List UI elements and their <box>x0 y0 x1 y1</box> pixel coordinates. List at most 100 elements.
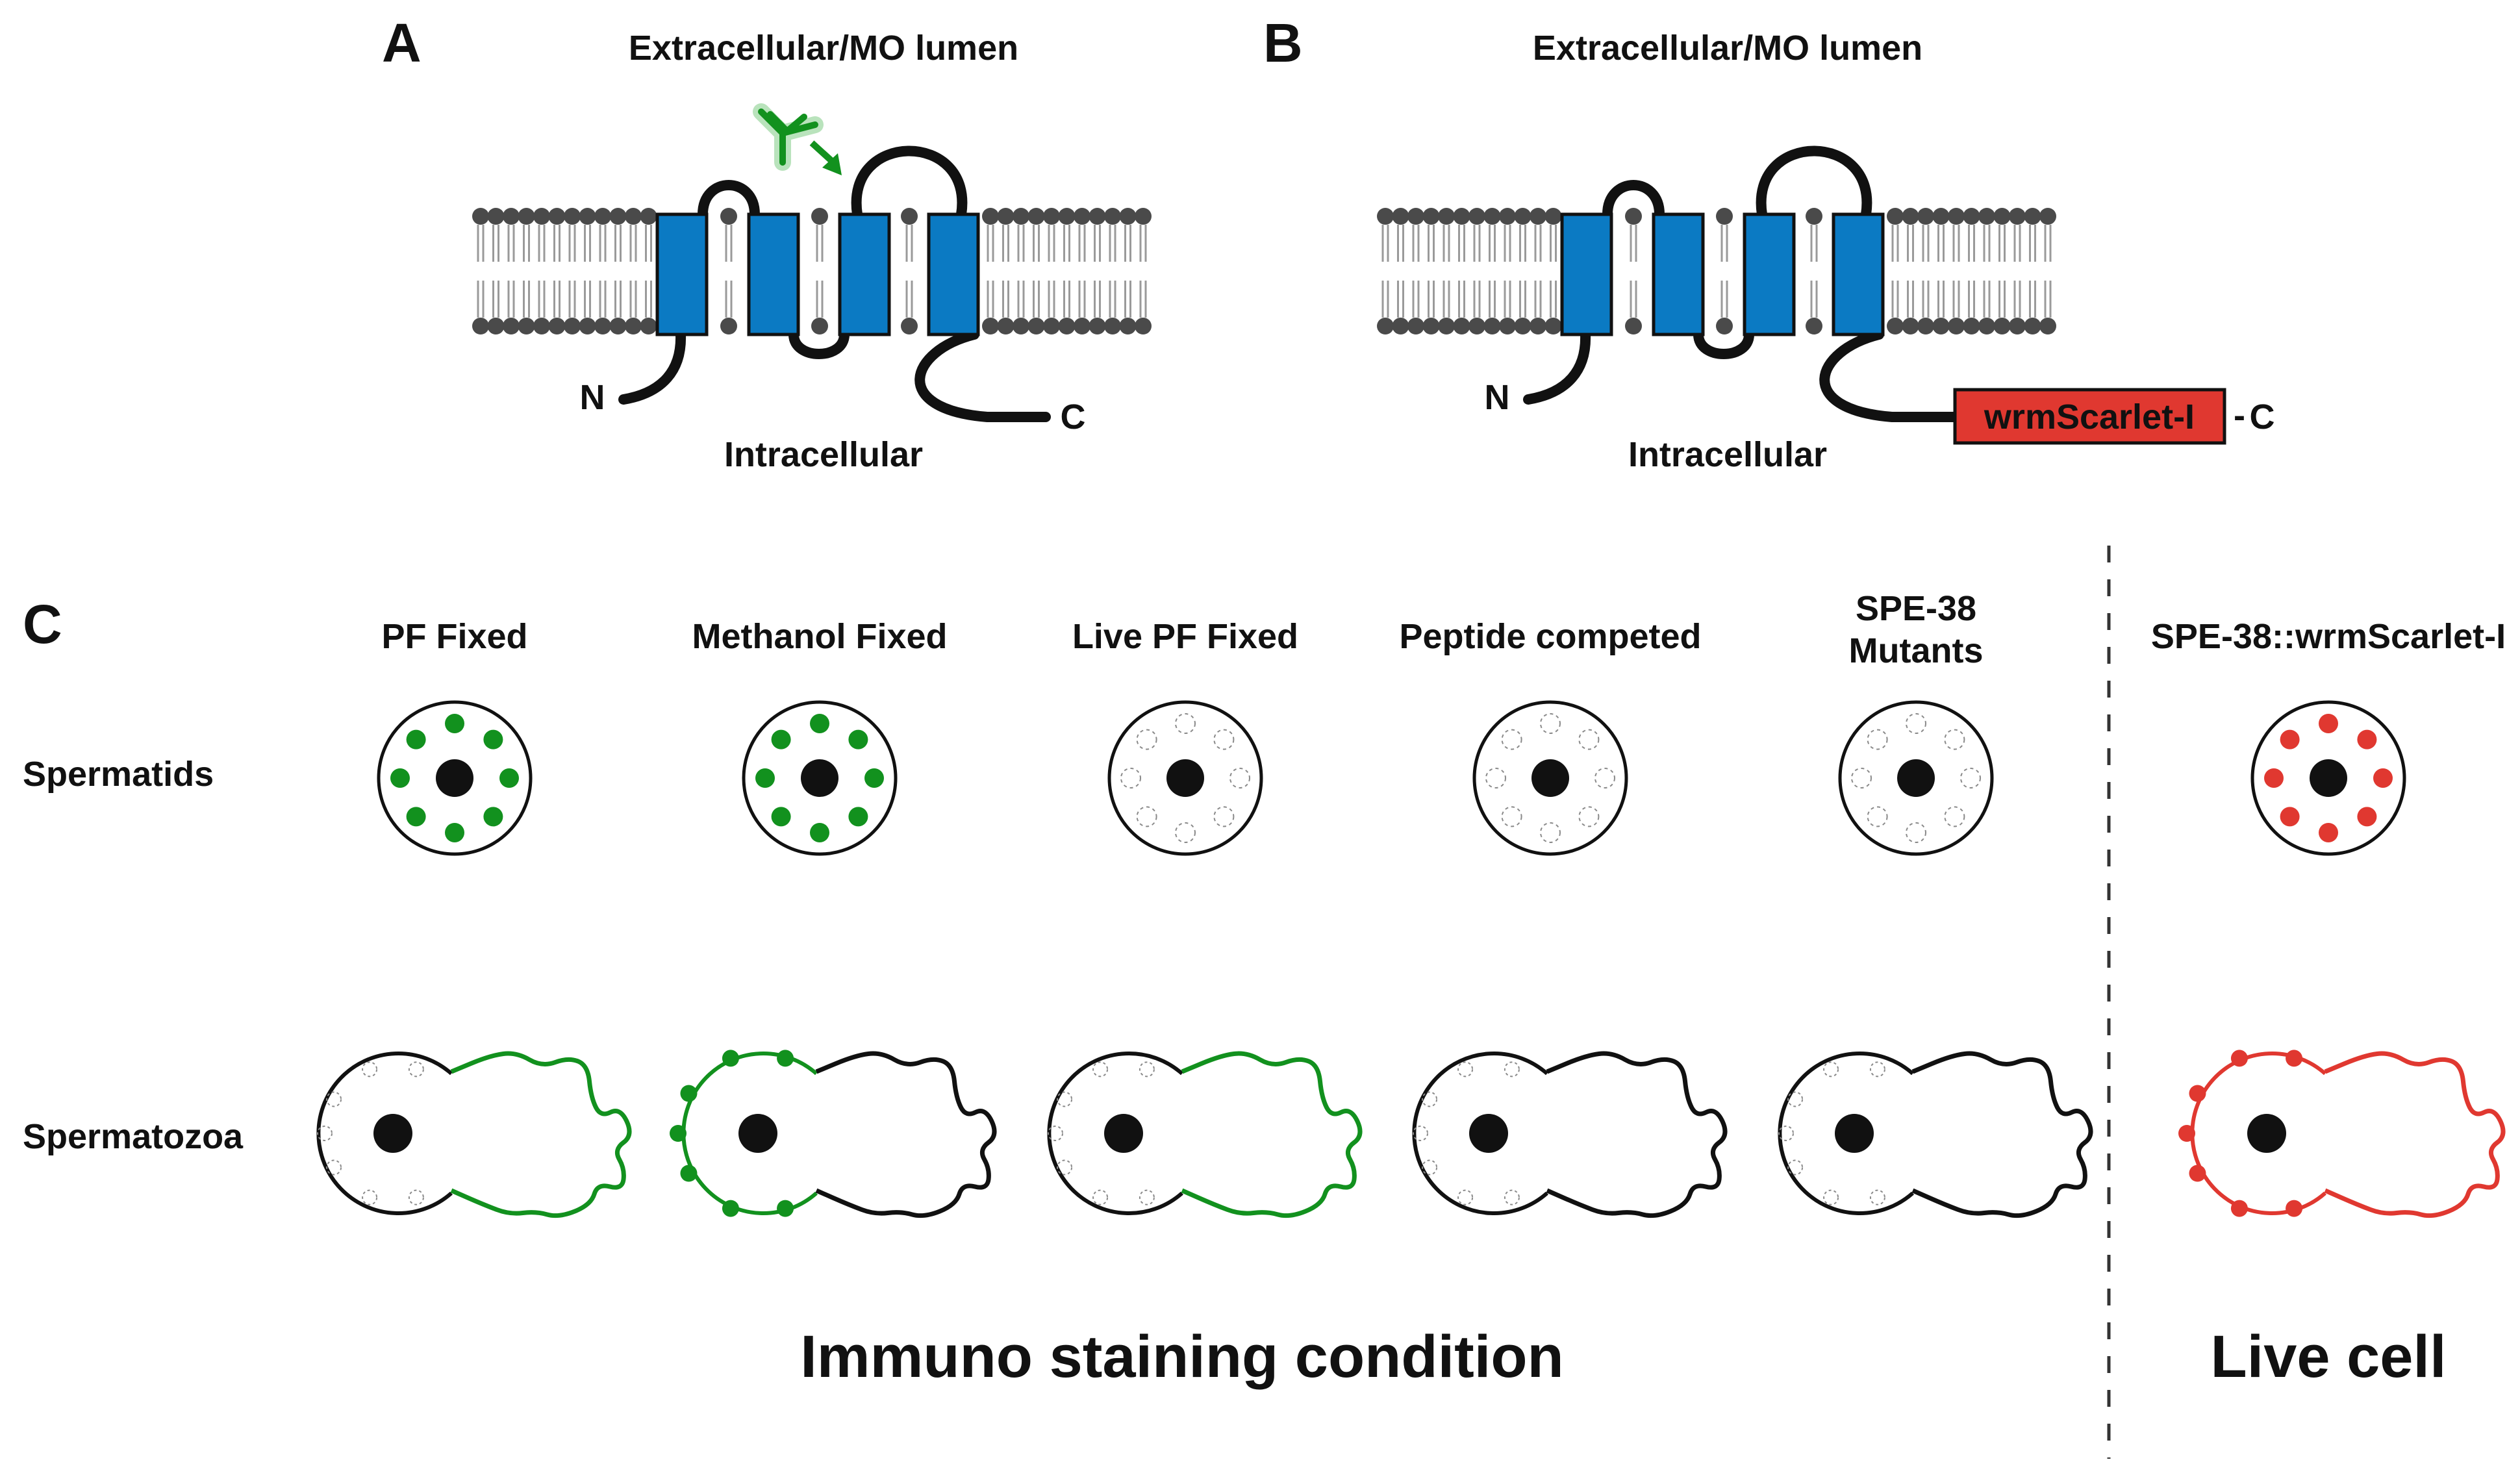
panel-a-extracellular-loop-1 <box>698 180 760 220</box>
organelle-outline <box>1422 1159 1438 1176</box>
spermatid-cell <box>377 700 533 856</box>
spermatid-nucleus <box>1166 759 1204 797</box>
lipid-head <box>640 318 657 334</box>
panel-b-helix-3 <box>1743 212 1796 336</box>
lipid-tails <box>1124 225 1131 318</box>
spermatid-nucleus <box>2310 759 2347 797</box>
membranous-organelle-outline <box>1501 806 1522 827</box>
lipid-head <box>564 318 581 334</box>
lipid-tails <box>538 225 546 318</box>
lipid-head <box>1089 318 1106 334</box>
lipid-head <box>1422 208 1440 225</box>
panel-b-lipid-gap-3 <box>1806 208 1822 334</box>
lipid-tails <box>568 225 576 318</box>
lipid-head <box>2009 318 2026 334</box>
panel-b-helix-4 <box>1832 212 1885 336</box>
organelle-fusion-dot <box>680 1165 698 1182</box>
lipid-head <box>1119 318 1137 334</box>
lipid-tails <box>816 225 824 318</box>
lipid-head <box>1043 318 1060 334</box>
lipid-tails <box>2029 225 2036 318</box>
lipid-tails <box>599 225 607 318</box>
membranous-organelle-outline <box>1944 806 1965 827</box>
membranous-organelle-dot <box>483 807 503 827</box>
panel-a-membrane <box>472 208 1152 334</box>
spermatozoa-pseudopod <box>1911 1051 2093 1218</box>
column-title-line: Mutants <box>1849 631 1984 670</box>
spermatozoa-nucleus <box>738 1114 777 1153</box>
group-label-immuno: Immuno staining condition <box>800 1324 1563 1390</box>
spermatozoa-pseudopod <box>2324 1051 2506 1218</box>
panel-a-lipid-gap-2 <box>811 208 828 334</box>
column-title-line: SPE-38 <box>1856 589 1976 628</box>
lipid-head <box>1104 318 1121 334</box>
panel-c-letter: C <box>23 594 62 655</box>
lipid-head <box>2024 208 2041 225</box>
panel-b-lipid-gap-1 <box>1625 208 1642 334</box>
lipid-tails <box>1017 225 1025 318</box>
lipid-head <box>1422 318 1440 334</box>
membranous-organelle-dot <box>445 823 464 842</box>
lipid-tails <box>1063 225 1070 318</box>
spermatozoa-pseudopod <box>1546 1051 1728 1218</box>
lipid-head <box>1119 208 1137 225</box>
wrmscarlet-tag-box <box>1953 388 2226 445</box>
lipid-head <box>982 318 999 334</box>
panel-a-c-terminus-tail <box>914 329 1051 422</box>
column-title: PF Fixed <box>381 617 527 656</box>
membranous-organelle-dot <box>2319 823 2338 842</box>
lipid-head <box>1902 318 1919 334</box>
group-label-live: Live cell <box>2210 1324 2446 1390</box>
organelle-fusion-dot <box>2189 1085 2206 1102</box>
panel-b: B Extracellular/MO lumen wrmScarlet-I <box>1263 12 2275 474</box>
column-title-line: Live PF Fixed <box>1072 617 1298 656</box>
panel-a-lipid-gap-3 <box>901 208 918 334</box>
organelle-fusion-dot <box>670 1125 687 1142</box>
organelle-outline <box>408 1189 424 1205</box>
lipid-head <box>579 208 596 225</box>
membranous-organelle-outline <box>1175 713 1196 734</box>
lipid-head <box>901 208 918 225</box>
lipid-head <box>1932 318 1950 334</box>
lipid-tails <box>1907 225 1914 318</box>
spermatozoa-cell <box>1778 1051 2093 1218</box>
spermatozoa-nucleus <box>1104 1114 1143 1153</box>
row-label-spermatids: Spermatids <box>23 755 214 794</box>
organelle-fusion-dot <box>2230 1050 2248 1067</box>
lipid-head <box>1887 208 1904 225</box>
lipid-head <box>1917 208 1934 225</box>
membranous-organelle-dot <box>771 807 791 827</box>
membranous-organelle-outline <box>1120 768 1141 788</box>
lipid-head <box>1978 208 1995 225</box>
panel-a-helix-2 <box>747 212 800 336</box>
lipid-tails <box>1504 225 1511 318</box>
lipid-tails <box>614 225 622 318</box>
lipid-head <box>594 318 611 334</box>
panel-b-c-label: C <box>2250 397 2275 436</box>
lipid-head <box>1625 318 1642 334</box>
panel-b-lipid-gap-2 <box>1716 208 1733 334</box>
organelle-outline <box>1457 1061 1474 1078</box>
organelle-fusion-dot <box>2230 1200 2248 1217</box>
membranous-organelle-dot <box>2319 714 2338 733</box>
panel-b-loops <box>1523 145 1960 422</box>
organelle-fusion-dot <box>2178 1125 2195 1142</box>
spermatozoa-nucleus <box>373 1114 412 1153</box>
lipid-tails <box>1891 225 1899 318</box>
organelle-outline <box>1057 1091 1073 1107</box>
organelle-outline <box>1504 1189 1520 1205</box>
panel-b-n-label: N <box>1485 378 1510 417</box>
panel-a-n-terminus-tail <box>618 329 687 405</box>
membranous-organelle-dot <box>2357 729 2377 750</box>
organelle-fusion-dot <box>722 1200 739 1217</box>
lipid-head <box>503 318 520 334</box>
lipid-head <box>2024 318 2041 334</box>
lipid-head <box>1058 208 1076 225</box>
lipid-head <box>1963 318 1980 334</box>
panel-b-membrane <box>1377 208 2056 334</box>
organelle-outline <box>1787 1091 1804 1107</box>
spermatid-cell <box>1838 700 1994 856</box>
lipid-head <box>1135 208 1152 225</box>
lipid-head <box>487 208 505 225</box>
membranous-organelle-dot <box>848 729 868 750</box>
